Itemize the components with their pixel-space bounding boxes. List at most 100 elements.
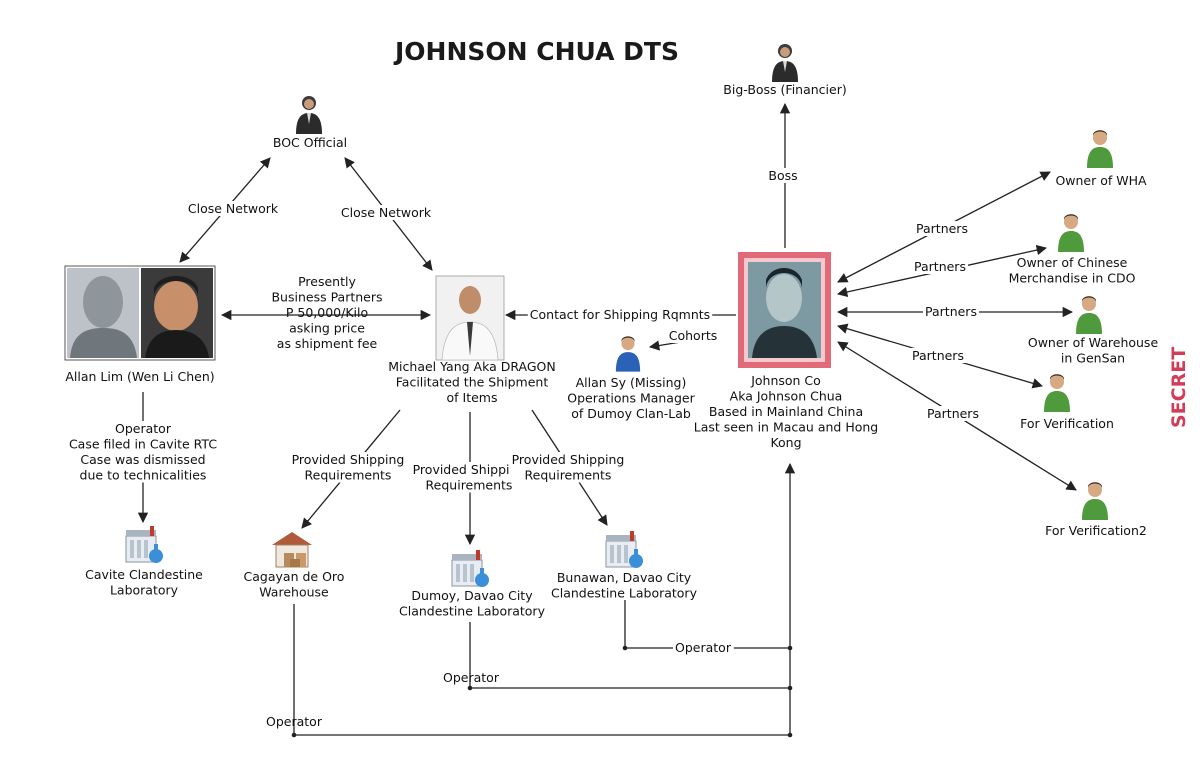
node-labels-layer: Big-Boss (Financier) BOC Official Allan … xyxy=(65,82,1158,619)
label-line: Owner of Warehouse xyxy=(1028,335,1159,350)
label-line: Business Partners xyxy=(271,290,382,305)
person-green-icon xyxy=(1087,130,1113,168)
label-background xyxy=(910,348,966,363)
label-line: Requirements xyxy=(305,468,392,483)
label-op-cdo: Operator xyxy=(266,714,323,729)
label-line: Close Network xyxy=(188,201,279,216)
label-line: Contact for Shipping Rqmnts xyxy=(530,307,710,322)
label-line: Close Network xyxy=(341,205,432,220)
label-line: Presently xyxy=(298,274,356,289)
label-line: Laboratory xyxy=(110,583,179,598)
label-background xyxy=(766,168,800,183)
label-line: Aka Johnson Chua xyxy=(730,389,843,404)
allan-lim-photos xyxy=(64,265,216,361)
label-background xyxy=(923,304,979,319)
label-line: Kong xyxy=(770,435,801,450)
label-line: Merchandise in CDO xyxy=(1009,271,1136,286)
label-line: Clandestine Laboratory xyxy=(399,604,546,619)
person-dark-icon xyxy=(772,44,798,82)
label-cohorts: Cohorts xyxy=(666,328,720,343)
label-partners-wha: Partners xyxy=(914,221,970,236)
label-partners-chinese: Partners xyxy=(912,259,968,274)
node-bigboss: Big-Boss (Financier) xyxy=(723,82,846,97)
lab-icon xyxy=(125,525,164,564)
label-line: Dumoy, Davao City xyxy=(411,588,533,603)
label-line: Warehouse xyxy=(259,585,329,600)
label-line: Owner of Chinese xyxy=(1017,255,1128,270)
label-line: Last seen in Macau and Hong xyxy=(694,420,878,435)
label-line: in GenSan xyxy=(1061,351,1125,366)
label-line: Partners xyxy=(925,304,977,319)
node-verification-1: For Verification xyxy=(1020,416,1114,431)
person-green-icon xyxy=(1076,296,1102,334)
label-line: of Items xyxy=(447,390,498,405)
label-line: Requirements xyxy=(525,468,612,483)
edge-op-dumoy xyxy=(469,622,790,689)
edge-op-cdo xyxy=(293,604,790,736)
edge-labels-layer: Boss Close Network Close Network Present… xyxy=(66,168,981,729)
label-background xyxy=(289,452,407,483)
label-background xyxy=(912,259,968,274)
label-background xyxy=(185,201,281,216)
label-background xyxy=(410,462,528,493)
label-line: Operator xyxy=(115,421,172,436)
dragon-photo xyxy=(435,275,505,361)
label-line: Johnson Co xyxy=(750,373,821,388)
label-close-network-2: Close Network xyxy=(338,205,434,220)
label-line: Case filed in Cavite RTC xyxy=(69,437,217,452)
label-line: Operator xyxy=(443,670,500,685)
label-line: Owner of WHA xyxy=(1055,173,1147,188)
diagram-title: JOHNSON CHUA DTS xyxy=(393,37,679,66)
person-green-icon xyxy=(1082,482,1108,520)
label-background xyxy=(673,640,734,655)
label-line: Partners xyxy=(927,406,979,421)
label-line: Case was dismissed xyxy=(80,452,205,467)
node-verification-2: For Verification2 xyxy=(1045,523,1147,538)
label-line: Facilitated the Shipment xyxy=(396,375,549,390)
label-op-bunawan: Operator xyxy=(673,640,734,655)
label-line: asking price xyxy=(289,321,365,336)
label-line: Operator xyxy=(266,714,323,729)
label-boss: Boss xyxy=(766,168,800,183)
warehouse-icon xyxy=(271,531,313,568)
lab-icon xyxy=(605,530,644,569)
person-dark-icon xyxy=(296,96,322,134)
label-line: Partners xyxy=(912,348,964,363)
person-green-icon xyxy=(1058,214,1084,252)
label-background xyxy=(527,307,713,322)
label-line: Big-Boss (Financier) xyxy=(723,82,846,97)
icons-layer xyxy=(64,44,1113,588)
label-line: Provided Shipping xyxy=(413,462,526,477)
label-line: Based in Mainland China xyxy=(709,404,863,419)
label-line: Bunawan, Davao City xyxy=(557,570,692,585)
label-background xyxy=(914,221,970,236)
label-background xyxy=(338,205,434,220)
label-line: Cohorts xyxy=(669,328,718,343)
label-line: due to technicalities xyxy=(80,468,207,483)
label-line: Provided Shipping xyxy=(292,452,405,467)
label-line: Allan Sy (Missing) xyxy=(576,375,687,390)
label-line: Operations Manager xyxy=(567,391,695,406)
label-line: For Verification xyxy=(1020,416,1114,431)
label-line: Provided Shipping xyxy=(512,452,625,467)
label-line: Cavite Clandestine xyxy=(85,567,203,582)
label-partners-warehouse: Partners xyxy=(923,304,979,319)
label-background xyxy=(66,421,220,483)
label-line: of Dumoy Clan-Lab xyxy=(571,406,691,421)
node-owner-wha: Owner of WHA xyxy=(1055,173,1147,188)
label-contact-shipping: Contact for Shipping Rqmnts xyxy=(527,307,713,322)
label-line: P 50,000/Kilo xyxy=(286,305,368,320)
label-line: Partners xyxy=(916,221,968,236)
label-line: Cagayan de Oro xyxy=(244,569,345,584)
